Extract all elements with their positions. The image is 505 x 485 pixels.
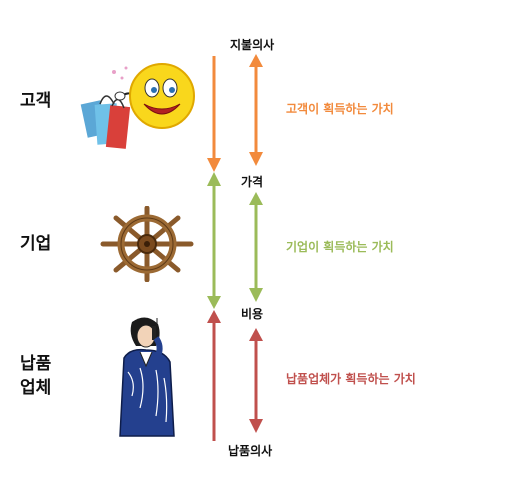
green-right-arrow xyxy=(249,192,263,302)
customer-label: 고객 xyxy=(20,91,52,111)
smiley-with-shopping-bags-icon xyxy=(80,63,195,149)
cost-label: 비용 xyxy=(241,307,264,321)
firm-label: 기업 xyxy=(20,234,52,254)
businesswoman-on-phone-icon xyxy=(119,317,175,437)
orange-right-arrow xyxy=(249,54,263,166)
green-left-arrow xyxy=(207,172,221,309)
supplier-label-line1: 납품 xyxy=(20,354,52,374)
willingness-to-pay-label: 지불의사 xyxy=(230,38,275,52)
red-left-arrow xyxy=(207,310,221,441)
red-right-arrow xyxy=(249,328,263,433)
firm-value-caption: 기업이 획득하는 가치 xyxy=(286,240,394,254)
customer-value-caption: 고객이 획득하는 가치 xyxy=(286,102,394,116)
ship-wheel-icon xyxy=(100,206,194,282)
orange-left-arrow xyxy=(207,56,221,172)
supplier-label-line2: 업체 xyxy=(20,378,52,398)
supplier-value-caption: 납품업체가 획득하는 가치 xyxy=(286,372,416,386)
supplier-willingness-label: 납품의사 xyxy=(228,444,273,458)
price-label: 가격 xyxy=(241,175,264,189)
